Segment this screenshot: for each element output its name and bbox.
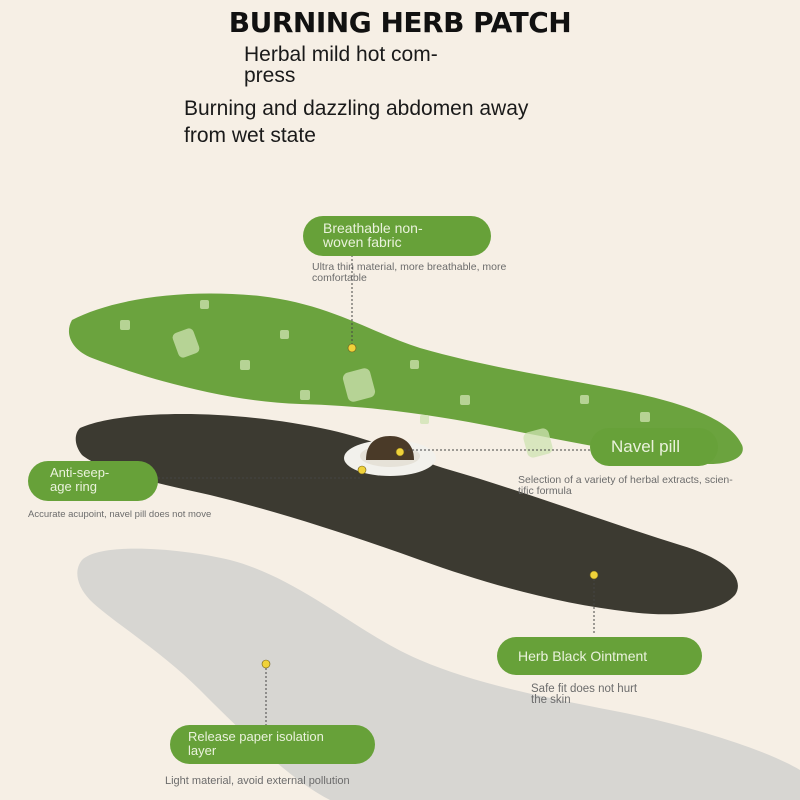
- release-note: Light material, avoid external pollution: [165, 775, 350, 787]
- subtitle-1-text: Herbal mild hot com- press: [244, 43, 438, 87]
- callout-dots: [261, 343, 599, 669]
- ring-label: Anti-seep- age ring: [28, 461, 158, 501]
- fabric-note: Ultra thin material, more breathable, mo…: [312, 261, 507, 284]
- fabric-label: Breathable non- woven fabric: [303, 216, 491, 256]
- release-label: Release paper isolation layer: [170, 725, 375, 764]
- fabric-layer: [68, 293, 743, 465]
- ointment-note: Safe fit does not hurt the skin: [531, 683, 638, 706]
- ring-note: Accurate acupoint, navel pill does not m…: [28, 509, 212, 520]
- leader-lines: [158, 255, 596, 726]
- subtitle-2: Burning and dazzling abdomen away from w…: [184, 95, 528, 149]
- navel-pill-note: Selection of a variety of herbal extract…: [518, 474, 733, 497]
- ointment-label: Herb Black Ointment: [497, 637, 702, 675]
- navel-pill: [366, 436, 414, 460]
- subtitle-2-text: Burning and dazzling abdomen away from w…: [184, 97, 529, 147]
- fabric-pattern: [120, 300, 650, 458]
- ointment-layer: [75, 414, 738, 615]
- page-title: BURNING HERB PATCH: [228, 6, 572, 39]
- navel-pill-label: Navel pill: [590, 428, 718, 466]
- subtitle-1: Herbal mild hot com- press: [244, 44, 438, 86]
